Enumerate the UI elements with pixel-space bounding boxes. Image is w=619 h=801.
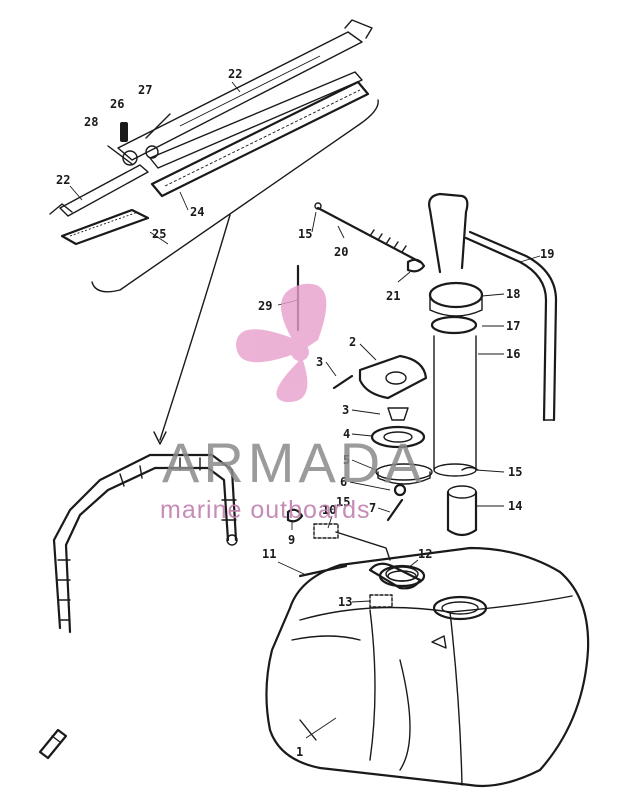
- watermark: ARMADA marine outboards: [160, 283, 426, 524]
- callout-14: 14: [508, 499, 522, 513]
- callout-21: 21: [386, 289, 400, 303]
- propeller-icon: [236, 283, 327, 403]
- callout-26: 26: [110, 97, 124, 111]
- callout-27: 27: [138, 83, 152, 97]
- callout-19: 19: [540, 247, 554, 261]
- callout-22: 22: [56, 173, 70, 187]
- callout-3: 3: [342, 403, 349, 417]
- callout-22: 22: [228, 67, 242, 81]
- callout-16: 16: [506, 347, 520, 361]
- fuel-hose: [52, 453, 238, 634]
- callout-4: 4: [343, 427, 350, 441]
- callout-3: 3: [316, 355, 323, 369]
- callout-25: 25: [152, 227, 166, 241]
- callout-15: 15: [336, 495, 350, 509]
- watermark-brand: ARMADA: [162, 431, 426, 494]
- callout-15: 15: [508, 465, 522, 479]
- orientation-marker: [38, 728, 68, 760]
- callout-18: 18: [506, 287, 520, 301]
- callout-5: 5: [343, 453, 350, 467]
- callout-2: 2: [349, 335, 356, 349]
- callout-11: 11: [262, 547, 276, 561]
- callout-9: 9: [288, 533, 295, 547]
- callout-7: 7: [369, 501, 376, 515]
- callout-numbers: 1 2 3 3 4 5 6 7 9 10 11 12 13 14 15 15 1…: [56, 67, 554, 759]
- watermark-tagline: marine outboards: [160, 496, 371, 524]
- bracket-assembly: [49, 19, 379, 445]
- callout-6: 6: [340, 475, 347, 489]
- callout-1: 1: [296, 745, 303, 759]
- filter-cap-assembly: [428, 192, 558, 537]
- callout-28: 28: [84, 115, 98, 129]
- callout-24: 24: [190, 205, 204, 219]
- fuel-tank: [265, 546, 590, 788]
- callout-15: 15: [298, 227, 312, 241]
- leader-lines: [69, 81, 541, 739]
- callout-10: 10: [322, 503, 336, 517]
- gauge-parts: [286, 202, 433, 608]
- callout-20: 20: [334, 245, 348, 259]
- callout-17: 17: [506, 319, 520, 333]
- callout-13: 13: [338, 595, 352, 609]
- callout-29: 29: [258, 299, 272, 313]
- callout-12: 12: [418, 547, 432, 561]
